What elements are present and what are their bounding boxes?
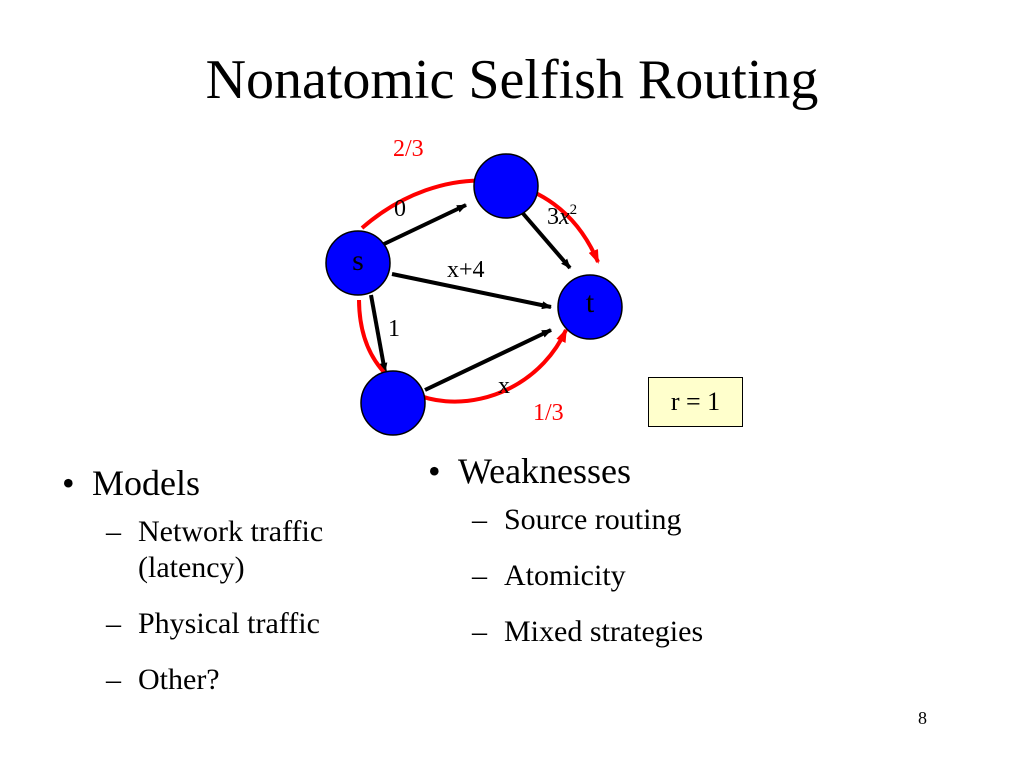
models-item: – Other? <box>106 662 323 698</box>
weaknesses-item: – Source routing <box>472 502 703 538</box>
weaknesses-item-text: Mixed strategies <box>504 615 704 648</box>
edge-label-s-bottom: 1 <box>388 316 400 342</box>
edge-top-t <box>518 208 572 270</box>
dash-glyph: – <box>106 607 121 640</box>
bottom-node <box>360 370 426 436</box>
dash-glyph: – <box>472 503 487 536</box>
models-item-text: Other? <box>138 663 220 696</box>
bullet-glyph: • <box>62 463 75 503</box>
edge-s-t <box>391 272 552 310</box>
edge-bottom-t <box>424 328 552 392</box>
sink-node <box>557 274 623 340</box>
sink-label: t <box>586 286 595 319</box>
rate-box: r = 1 <box>648 377 743 427</box>
upper-flow-label: 2/3 <box>393 136 424 162</box>
lower-flow-arrow <box>357 299 568 404</box>
source-label: s <box>352 244 364 277</box>
weaknesses-item-text: Source routing <box>504 503 682 536</box>
edge-s-top <box>383 203 467 246</box>
models-item-text: Network traffic <box>138 515 324 548</box>
models-item-text-cont: (latency) <box>138 551 245 584</box>
models-item: – Physical traffic <box>106 606 323 642</box>
weaknesses-heading: • Weaknesses <box>428 448 703 494</box>
dash-glyph: – <box>472 559 487 592</box>
edge-label-top-t: 3x2 <box>547 202 577 230</box>
edge-label-s-top: 0 <box>394 196 406 222</box>
models-item-text: Physical traffic <box>138 607 320 640</box>
source-node <box>325 230 391 296</box>
dash-glyph: – <box>472 615 487 648</box>
models-heading: • Models <box>62 460 323 506</box>
weaknesses-item: – Mixed strategies <box>472 614 703 650</box>
edge-s-bottom <box>369 294 388 373</box>
bullet-glyph: • <box>428 451 441 491</box>
edge-label-bottom-t: x <box>498 373 510 399</box>
models-heading-text: Models <box>92 463 200 503</box>
weaknesses-heading-text: Weaknesses <box>458 451 632 491</box>
models-item: – Network traffic (latency) <box>106 514 323 586</box>
weaknesses-list: • Weaknesses – Source routing – Atomicit… <box>428 448 703 670</box>
edge-label-s-t: x+4 <box>447 257 485 283</box>
top-node <box>473 153 539 219</box>
models-list: • Models – Network traffic (latency) – P… <box>62 460 323 718</box>
slide-title: Nonatomic Selfish Routing <box>205 49 819 111</box>
lower-flow-label: 1/3 <box>533 400 564 426</box>
dash-glyph: – <box>106 515 121 548</box>
weaknesses-item-text: Atomicity <box>504 559 626 592</box>
weaknesses-item: – Atomicity <box>472 558 703 594</box>
dash-glyph: – <box>106 663 121 696</box>
page-number: 8 <box>918 708 927 728</box>
